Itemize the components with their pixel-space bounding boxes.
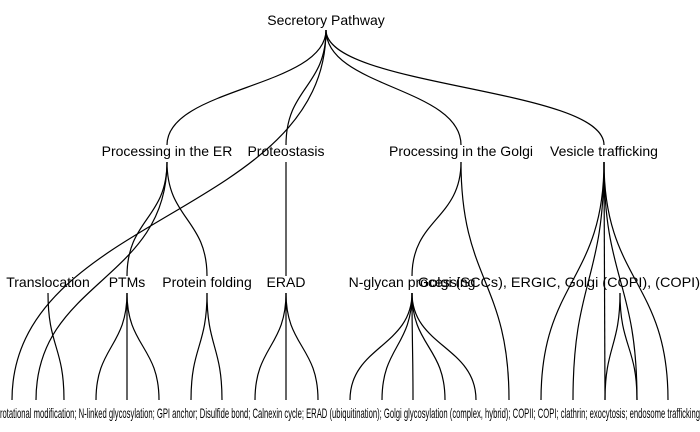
edge-vesicle-long-1 (540, 161, 605, 401)
edge-vesicle-long-3 (603, 161, 606, 401)
edge-nglycan-leaf-0 (349, 292, 413, 401)
edge-erad-leaf-2 (285, 292, 319, 401)
edge-vesicle-leaf-0 (604, 292, 621, 401)
edge-folding-leaf-1 (206, 292, 223, 401)
edge-nglycan-leaf-4 (411, 292, 477, 401)
edge-translocation-leaf (47, 292, 65, 401)
edge-vesicle-long-4 (603, 161, 638, 401)
edge-root-vesicle-trafficking (325, 29, 605, 146)
node-protein-folding: Protein folding (162, 274, 252, 290)
node-translocation: Translocation (6, 274, 90, 290)
node-processing-er: Processing in the ER (102, 143, 233, 159)
edge-vesicle-long-2 (572, 161, 605, 401)
node-vesicle-trafficking: Vesicle trafficking (550, 143, 658, 159)
edge-erad-leaf-0 (254, 292, 287, 401)
edge-golgi-n-glycan (411, 161, 462, 277)
node-n-glycan-processing: N-glycan processing (349, 274, 476, 290)
edge-er-protein-folding (166, 161, 208, 277)
edge-nglycan-leaf-3 (411, 292, 446, 401)
edge-ptms-leaf-2 (126, 292, 160, 401)
edge-folding-leaf-0 (190, 292, 208, 401)
node-proteostasis: Proteostasis (247, 143, 324, 159)
edge-root-processing-er (166, 29, 327, 146)
leaf-labels-row: rotational modification; N-linked glycos… (0, 405, 700, 421)
edge-golgi-long-1 (460, 161, 510, 401)
edge-vesicle-long-5 (603, 161, 669, 401)
node-overlapping-golgi-vesicle-labels: Golgi (SCCs), ERGIC, Golgi (COPI), (COPI… (418, 274, 700, 290)
edge-er-translocation-long (35, 161, 168, 401)
tree-edges (11, 29, 669, 401)
edge-nglycan-leaf-1 (381, 292, 413, 401)
node-ptms: PTMs (109, 274, 146, 290)
root-label: Secretory Pathway (267, 12, 385, 28)
edge-er-ptms (126, 161, 168, 277)
edge-nglycan-leaf-2 (411, 292, 414, 401)
edge-root-processing-golgi (325, 29, 462, 146)
edge-vesicle-leaf-1 (619, 292, 638, 401)
node-processing-golgi: Processing in the Golgi (389, 143, 533, 159)
node-erad: ERAD (267, 274, 306, 290)
edge-ptms-leaf-0 (95, 292, 128, 401)
edge-root-translocation-long (11, 29, 327, 401)
